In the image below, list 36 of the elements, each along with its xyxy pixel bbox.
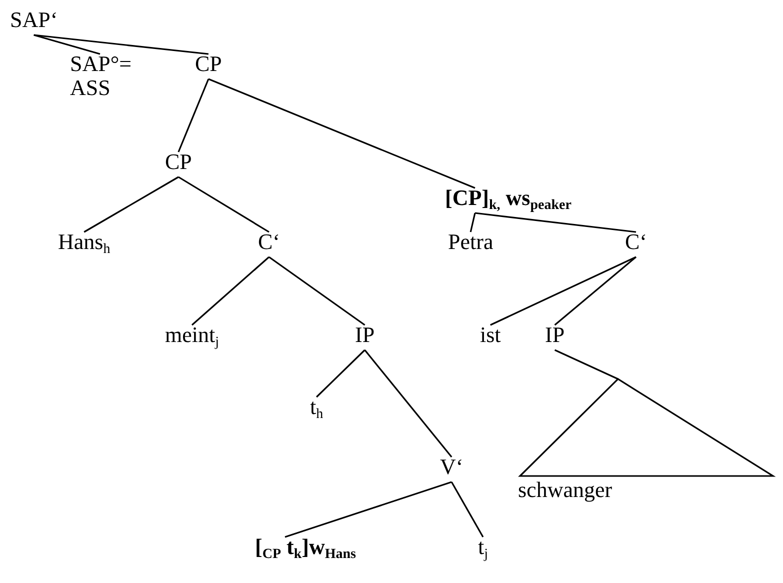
tree-branch (450, 482, 484, 538)
tree-branch (178, 78, 210, 152)
tree-label: CP (165, 150, 192, 174)
tree-branch (474, 212, 636, 233)
tree-branch (208, 78, 476, 189)
tree-label: ist (480, 323, 501, 347)
tree-branch (470, 212, 476, 232)
tree-branch (191, 256, 270, 326)
tree-label: Petra (448, 230, 494, 254)
tree-label: [CP]$_{k,}$ ws$_{peaker}$ (445, 186, 572, 210)
tree-branch (268, 256, 366, 326)
tree-label: SAP°= ASS (70, 52, 150, 100)
tree-branch (554, 256, 637, 326)
tree-branch (34, 34, 100, 55)
triangle-subtree (515, 378, 777, 502)
tree-label: Hans$_{h}$ (58, 230, 110, 254)
tree-branch (316, 349, 366, 398)
tree-label: V‘ (440, 455, 464, 479)
tree-branch (490, 256, 636, 326)
tree-label: t$_{j}$ (478, 535, 488, 559)
tree-branch (178, 176, 270, 233)
tree-label: C‘ (625, 230, 647, 254)
tree-label: C‘ (258, 230, 280, 254)
tree-label: [$_{CP}$ t$_{k}$]w$_{Hans}$ (255, 535, 356, 559)
tree-label: IP (545, 323, 565, 347)
tree-branch (284, 481, 452, 538)
tree-label: SAP‘ (10, 8, 58, 32)
tree-branch (364, 350, 452, 458)
tree-branch (34, 34, 209, 55)
tree-label: t$_{h}$ (310, 395, 324, 419)
tree-label: IP (355, 323, 375, 347)
tree-label: schwanger (517, 478, 612, 502)
tree-label: CP (195, 52, 222, 76)
tree-branch (84, 176, 179, 233)
tree-label: meint$_{j}$ (165, 323, 219, 347)
tree-branch (554, 349, 618, 380)
